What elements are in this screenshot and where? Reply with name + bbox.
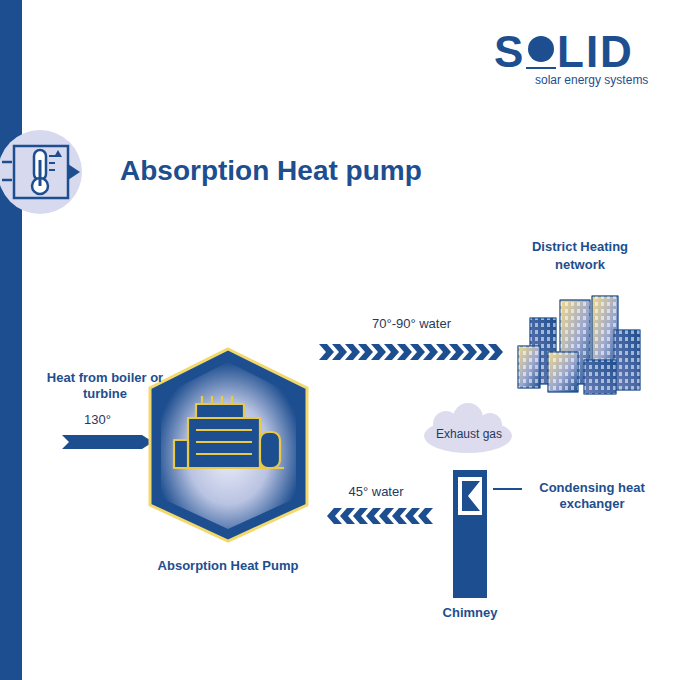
chevron-arrow — [319, 344, 503, 360]
leader-line — [493, 488, 522, 490]
city-buildings — [518, 296, 640, 394]
logo-letter: S — [494, 24, 523, 79]
edge-label: 45° water — [345, 484, 406, 499]
heat-input-arrow — [62, 435, 153, 449]
temperature-label: 130° — [84, 412, 111, 428]
chimney — [453, 470, 487, 598]
logo-dot — [528, 36, 554, 62]
node-text: Chimney — [443, 604, 498, 622]
district-heating-node: District Heating network — [507, 238, 653, 398]
node-text: Absorption Heat Pump — [158, 557, 299, 575]
title: Absorption Heat pump — [120, 155, 422, 187]
logo-tagline: solar energy systems — [535, 73, 648, 88]
callout-label: Condensing heat exchanger — [526, 480, 658, 513]
side-bar — [0, 0, 22, 680]
logo-letters: LID — [557, 24, 634, 79]
logo-line — [526, 67, 556, 69]
chevron-arrow — [327, 508, 433, 524]
heat-pump-node: Absorption Heat Pump — [140, 345, 316, 575]
thermometer-icon — [0, 130, 82, 214]
node-text: District Heating network — [507, 238, 653, 273]
exhaust-cloud — [424, 403, 512, 453]
node-text: Exhaust gas — [436, 426, 502, 442]
chimney-node: Chimney — [436, 468, 504, 622]
heat-pump-housing — [150, 349, 307, 541]
edge-label: 70°-90° water — [369, 316, 454, 331]
source-label: Heat from boiler or turbine — [38, 370, 172, 403]
exhaust-cloud-node: Exhaust gas — [424, 414, 514, 454]
